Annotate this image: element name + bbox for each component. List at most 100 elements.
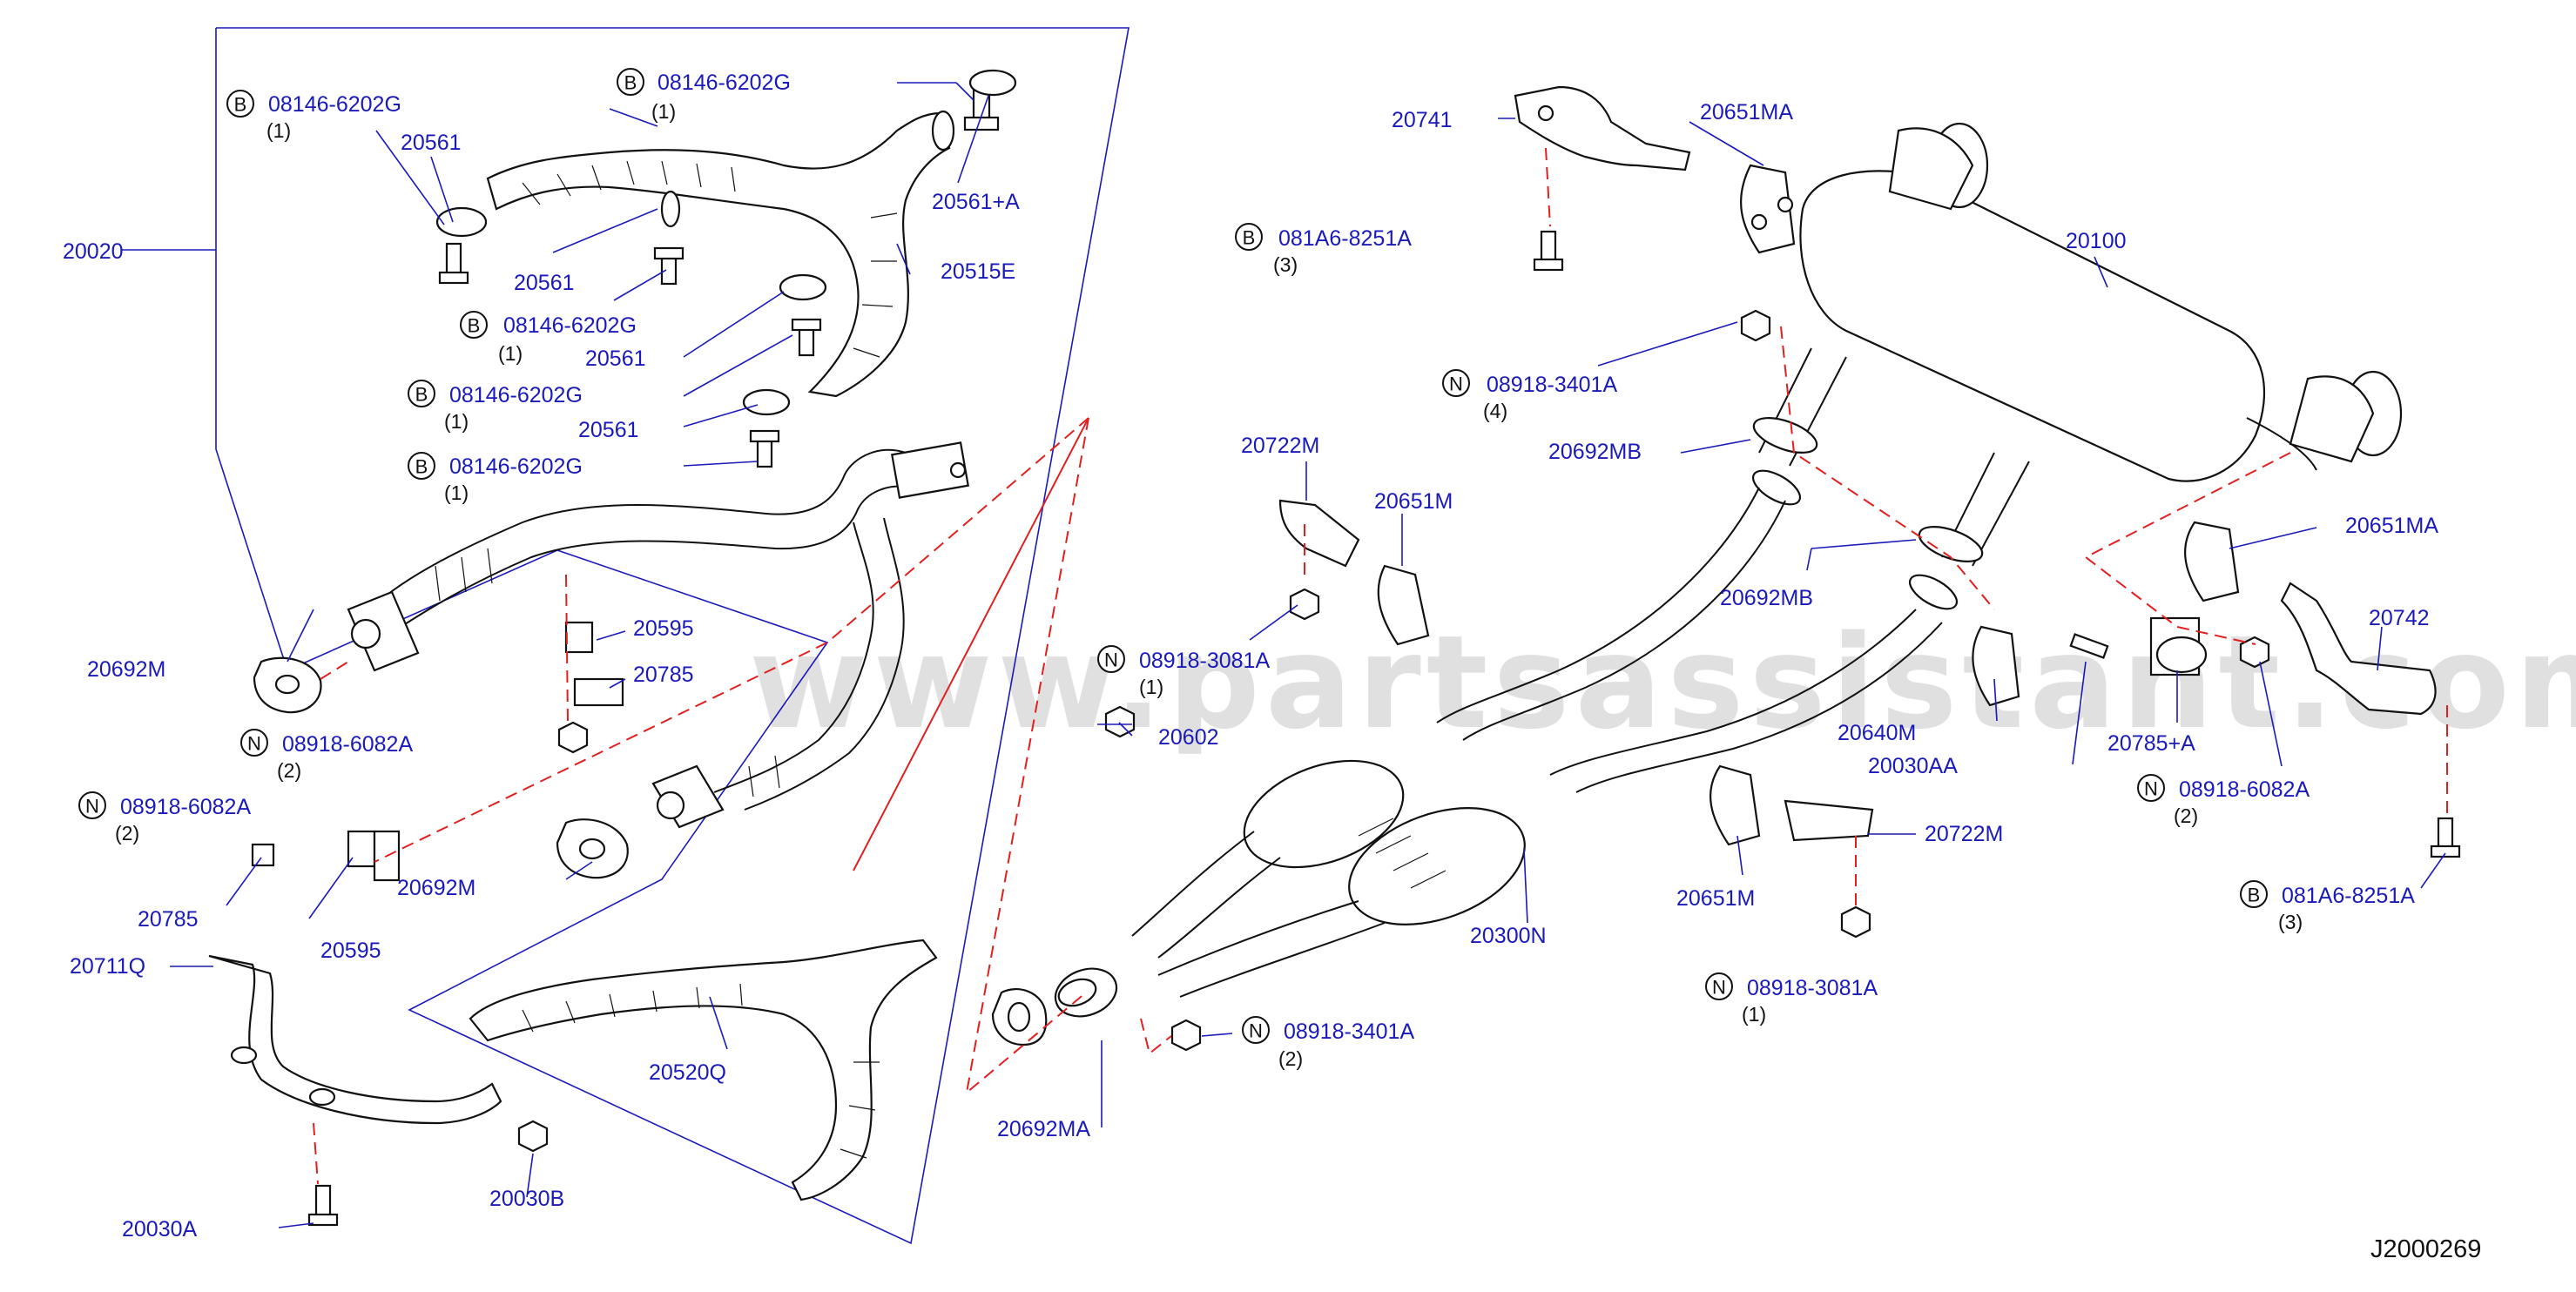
label-20692ma[interactable]: 20692MA [997, 1117, 1090, 1141]
label-20785-lower[interactable]: 20785 [138, 907, 199, 932]
label-20692mb-upper[interactable]: 20692MB [1548, 440, 1642, 464]
label-20640m[interactable]: 20640M [1838, 721, 1916, 745]
callout-quantity: (2) [277, 759, 301, 782]
callout-prefix: B [624, 72, 637, 94]
callout-part-number[interactable]: 08918-3401A [1284, 1019, 1414, 1044]
callout-part-number[interactable]: 081A6-8251A [2282, 884, 2415, 908]
label-20030a[interactable]: 20030A [122, 1217, 198, 1242]
callout-part-number[interactable]: 081A6-8251A [1278, 226, 1412, 251]
label-20651ma-lower[interactable]: 20651MA [2345, 514, 2438, 538]
callout-quantity: (1) [444, 481, 469, 504]
leader-lines [170, 82, 2446, 1228]
label-20785-plus-a[interactable]: 20785+A [2107, 731, 2195, 756]
callout-b-081a6-1[interactable]: B 081A6-8251A (3) [1235, 223, 1412, 276]
callout-part-number[interactable]: 08146-6202G [449, 383, 583, 407]
mount-20651m-lower[interactable] [1709, 764, 1761, 846]
label-20561-b[interactable]: 20561 [514, 271, 575, 295]
bolt-fasteners[interactable] [307, 85, 2461, 1227]
callout-n-08918-3401-1[interactable]: N 08918-3401A (4) [1442, 369, 1617, 422]
n-marker [78, 791, 106, 819]
label-20100[interactable]: 20100 [2066, 229, 2127, 253]
center-pipe-20300n[interactable] [1049, 487, 1943, 1025]
bracket-20722m-upper[interactable] [1278, 499, 1360, 568]
mount-20640m[interactable] [1972, 625, 2020, 707]
label-20300n[interactable]: 20300N [1470, 924, 1547, 948]
label-20692m-upper[interactable]: 20692M [87, 657, 165, 682]
callout-part-number[interactable]: 08918-6082A [120, 795, 251, 819]
label-20030aa[interactable]: 20030AA [1868, 754, 1958, 778]
mount-20651ma-upper[interactable] [1740, 164, 1796, 254]
label-20030b[interactable]: 20030B [489, 1187, 564, 1211]
gasket-20692mb[interactable] [1750, 411, 1986, 569]
label-20561-c[interactable]: 20561 [585, 347, 646, 371]
callout-part-number[interactable]: 08918-3081A [1139, 649, 1270, 673]
gasket-20692m-upper[interactable] [253, 656, 322, 714]
front-tube-lower[interactable] [469, 939, 938, 1201]
label-20020[interactable]: 20020 [63, 239, 124, 264]
label-20651ma-upper[interactable]: 20651MA [1700, 100, 1793, 124]
callout-n-08918-6082-3[interactable]: N 08918-6082A (2) [2137, 774, 2310, 827]
gasket-20692m-lower[interactable] [556, 818, 629, 879]
callout-quantity: (2) [115, 822, 139, 845]
callout-quantity: (1) [651, 100, 676, 123]
callout-n-08918-3401-2[interactable]: N 08918-3401A (2) [1242, 1016, 1414, 1070]
clamps[interactable] [435, 69, 1017, 416]
callout-n-08918-3081-1[interactable]: N 08918-3081A (1) [1097, 645, 1270, 698]
label-20722m-upper[interactable]: 20722M [1241, 434, 1319, 458]
label-20595-lower[interactable]: 20595 [320, 939, 381, 963]
callout-prefix: B [2248, 885, 2261, 906]
label-20692m-lower[interactable]: 20692M [397, 876, 475, 900]
label-20561-a[interactable]: 20561 [401, 131, 462, 155]
bracket-20722m-lower[interactable] [1784, 799, 1874, 842]
label-20602[interactable]: 20602 [1158, 725, 1219, 750]
callout-prefix: B [415, 456, 428, 478]
label-20785-upper[interactable]: 20785 [633, 663, 694, 687]
label-20595-upper[interactable]: 20595 [633, 616, 694, 641]
label-20561-d[interactable]: 20561 [578, 418, 639, 442]
callout-n-08918-3081-2[interactable]: N 08918-3081A (1) [1705, 972, 1878, 1026]
label-20651m-lower[interactable]: 20651M [1676, 886, 1755, 911]
callout-b-08146-2[interactable]: B 08146-6202G (1) [617, 68, 791, 123]
heat-insulators[interactable] [347, 616, 2208, 882]
gasket-20692ma[interactable] [991, 988, 1048, 1046]
callout-b-08146-1[interactable]: B 08146-6202G (1) [226, 90, 401, 142]
label-20722m-lower[interactable]: 20722M [1925, 822, 2003, 846]
callout-part-number[interactable]: 08146-6202G [503, 313, 637, 338]
label-20742[interactable]: 20742 [2369, 606, 2430, 630]
callout-n-08918-6082-2[interactable]: N 08918-6082A (2) [78, 791, 251, 845]
front-tube-upper[interactable] [486, 110, 955, 398]
callout-part-number[interactable]: 08146-6202G [449, 454, 583, 479]
callout-b-08146-3[interactable]: B 08146-6202G (1) [460, 311, 637, 365]
label-20651m-upper[interactable]: 20651M [1374, 489, 1453, 514]
label-20741[interactable]: 20741 [1392, 108, 1453, 132]
front-pipe-assembly[interactable] [347, 441, 970, 829]
b-marker [1235, 223, 1263, 251]
callout-b-081a6-2[interactable]: B 081A6-8251A (3) [2240, 880, 2415, 933]
callout-b-08146-5[interactable]: B 08146-6202G (1) [408, 452, 583, 504]
mount-20651ma-lower[interactable] [2184, 521, 2240, 602]
label-20515e[interactable]: 20515E [941, 259, 1015, 284]
nut-fasteners[interactable] [251, 309, 2270, 1153]
b-marker [460, 311, 488, 339]
label-20692mb-lower[interactable]: 20692MB [1720, 586, 1813, 610]
callout-quantity: (1) [498, 342, 523, 365]
callout-quantity: (1) [266, 119, 291, 142]
callout-n-08918-6082-1[interactable]: N 08918-6082A (2) [240, 729, 413, 782]
callout-part-number[interactable]: 08918-3081A [1747, 976, 1878, 1000]
callout-part-number[interactable]: 08918-6082A [282, 732, 413, 757]
n-marker [1242, 1016, 1270, 1044]
label-20561-plus-a[interactable]: 20561+A [932, 190, 1020, 214]
bracket-20711q[interactable] [208, 954, 502, 1125]
bracket-20741[interactable] [1514, 85, 1691, 172]
callout-part-number[interactable]: 08918-3401A [1487, 373, 1617, 397]
callout-quantity: (3) [1273, 253, 1298, 276]
callout-part-number[interactable]: 08918-6082A [2179, 777, 2310, 802]
mount-20651m-upper[interactable] [1377, 564, 1430, 646]
label-20520q[interactable]: 20520Q [649, 1060, 726, 1085]
rear-muffler-20100[interactable] [1799, 122, 2403, 482]
callout-part-number[interactable]: 08146-6202G [268, 92, 401, 117]
callout-part-number[interactable]: 08146-6202G [657, 71, 791, 95]
label-20711q[interactable]: 20711Q [70, 954, 145, 979]
bracket-20742[interactable] [2280, 582, 2437, 716]
callout-b-08146-4[interactable]: B 08146-6202G (1) [408, 380, 583, 433]
